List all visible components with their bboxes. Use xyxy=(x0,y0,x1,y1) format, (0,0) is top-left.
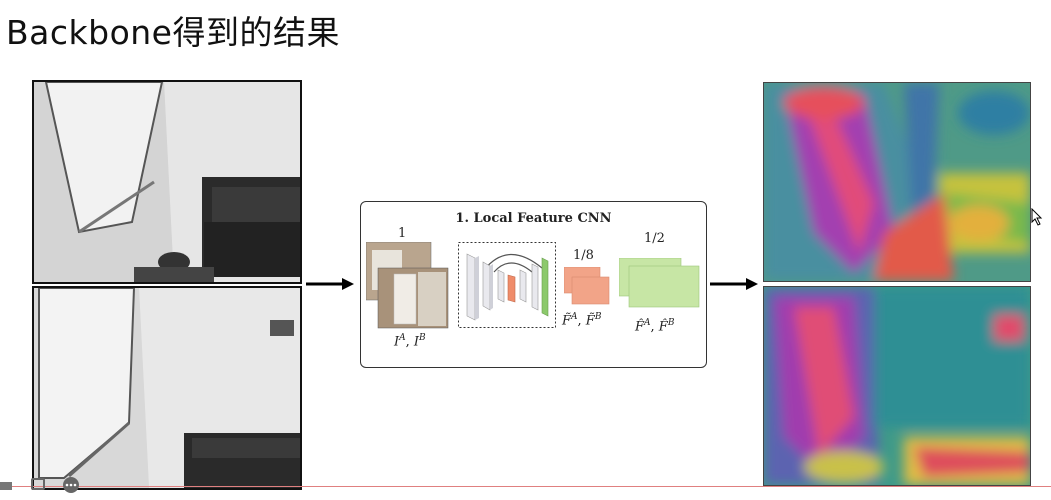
local-feature-cnn-diagram: 1. Local Feature CNN 1 IA, IB 1/8 F̃A, F… xyxy=(360,201,707,368)
coarse-features-label: F̃A, F̃B xyxy=(562,312,602,329)
progress-line xyxy=(0,486,1051,487)
diagram-title: 1. Local Feature CNN xyxy=(455,211,612,226)
mouse-cursor-icon xyxy=(1031,207,1043,230)
cnn-network-icon xyxy=(458,242,556,328)
input-scale-label: 1 xyxy=(398,226,407,241)
fine-scale-label: 1/2 xyxy=(644,231,665,246)
feature-heatmap-a xyxy=(763,82,1031,282)
right-arrow-icon xyxy=(306,276,356,296)
feature-heatmap-b xyxy=(763,286,1031,486)
pen-tool-icon[interactable] xyxy=(0,478,14,497)
input-images-stack xyxy=(366,242,449,329)
right-arrow-icon xyxy=(710,276,760,296)
fine-feature-maps xyxy=(619,258,700,308)
presentation-toolbar xyxy=(0,476,90,496)
coarse-feature-maps xyxy=(564,267,610,305)
input-images-label: IA, IB xyxy=(394,333,426,350)
coarse-scale-label: 1/8 xyxy=(573,248,594,263)
fine-features-label: F̂A, F̂B xyxy=(635,318,675,335)
slide-title: Backbone得到的结果 xyxy=(6,13,340,52)
input-image-a xyxy=(32,80,302,284)
menu-icon[interactable] xyxy=(62,476,80,498)
input-image-b xyxy=(32,286,302,490)
comment-icon[interactable] xyxy=(30,477,46,497)
